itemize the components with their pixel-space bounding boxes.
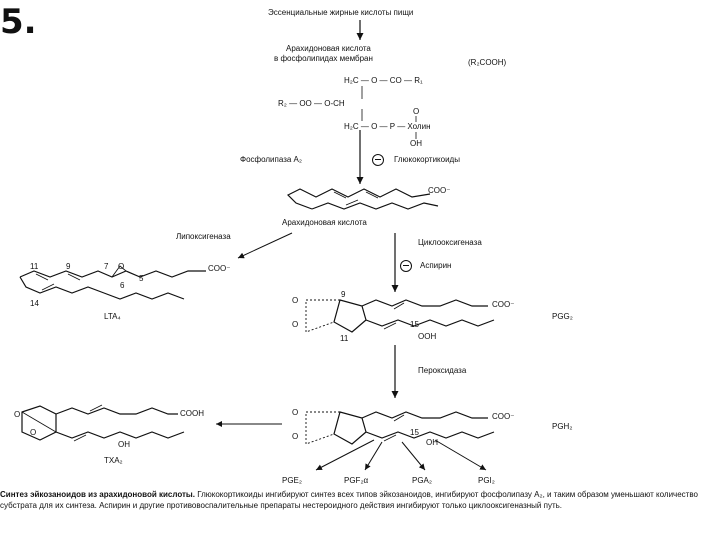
pgg2-ring (333, 299, 367, 333)
figure-caption: Синтез эйкозаноидов из арахидоновой кисл… (0, 489, 714, 511)
txa2-oh: OH (118, 440, 130, 449)
arrow-to-pge2 (315, 439, 375, 471)
lta4-number-14: 14 (30, 299, 39, 308)
pgh2-coo: COO⁻ (492, 412, 515, 421)
pgh2-label: PGH₂ (552, 422, 573, 431)
txa2-double-bond-2 (73, 434, 87, 442)
caption-title: Синтез эйкозаноидов из арахидоновой кисл… (0, 490, 195, 499)
txa2-lower-chain (55, 431, 185, 439)
txa2-double-bond-1 (89, 404, 103, 412)
lta4-epoxide (111, 265, 127, 278)
product-pga2: PGA₂ (412, 476, 432, 485)
lta4-epoxide-oxygen: O (118, 262, 125, 271)
glucocorticoid-inhibition-icon (372, 154, 384, 166)
arrow-to-pgf2a (364, 441, 383, 471)
phospholipid-row2: R₂ — OO — O-CH (278, 99, 345, 108)
pgh2-double-bond-2 (383, 434, 397, 442)
txa2-label: TXA₂ (104, 456, 123, 465)
arrow-to-lipoxygenase (237, 232, 293, 259)
aa-double-bond-2 (365, 191, 379, 199)
glucocorticoids-label: Глюкокортикоиды (394, 155, 460, 164)
txa2-oxygen-2: O (30, 428, 37, 437)
pgg2-lower-chain (365, 319, 495, 327)
pgg2-double-bond-2 (383, 322, 397, 330)
pgg2-peroxide-bridge (305, 299, 340, 333)
phospholipid-row3: H₂C — O — P — Холин (344, 122, 431, 131)
caption-text: Глюкокортикоиды ингибируют синтез всех т… (0, 490, 698, 510)
lta4-double-bond-3 (41, 283, 55, 291)
lta4-number-9: 9 (66, 262, 71, 271)
product-pge2: PGE₂ (282, 476, 302, 485)
lta4-number-6: 6 (120, 281, 125, 290)
pgg2-number-15: 15 (410, 320, 419, 329)
lta4-double-bond-1 (35, 273, 49, 281)
arrow-to-pga2 (401, 441, 426, 471)
txa2-cooh: COOH (180, 409, 204, 418)
pgh2-lower-chain (365, 431, 495, 439)
pgh2-ring (333, 411, 367, 445)
aa-coo: COO⁻ (428, 186, 451, 195)
lta4-double-bond-2 (67, 273, 81, 281)
peroxidase-label: Пероксидаза (418, 366, 467, 375)
pgh2-oh: OH (426, 438, 438, 447)
txa2-oxygen-1: O (14, 410, 21, 419)
lta4-number-11: 11 (30, 262, 39, 271)
product-pgi2: PGI₂ (478, 476, 495, 485)
pgh2-oxygen-1: O (292, 408, 299, 417)
pgg2-number-11: 11 (340, 334, 349, 343)
phosphate-oh: OH (410, 139, 422, 148)
cyclooxygenase-label: Циклооксигеназа (418, 238, 482, 247)
membrane-aa-label-line2: в фосфолипидах мембран (274, 54, 373, 63)
lta4-lower-chain (19, 276, 185, 300)
pgh2-double-bond-1 (393, 414, 405, 422)
aa-double-bond-3 (345, 199, 359, 206)
pgg2-label: PGG₂ (552, 312, 573, 321)
arachidonic-acid-label: Арахидоновая кислота (282, 218, 367, 227)
pgg2-upper-chain (361, 299, 488, 307)
slide-number: 5. (0, 2, 37, 42)
lta4-coo: COO⁻ (208, 264, 231, 273)
pgh2-upper-chain (361, 411, 488, 419)
arrow-to-pgi2 (434, 439, 487, 471)
pgg2-coo: COO⁻ (492, 300, 515, 309)
phospholipase-a2-label: Фосфолипаза A₂ (240, 155, 302, 164)
aa-upper-chain (286, 188, 431, 210)
txa2-ring (21, 405, 57, 441)
pgh2-peroxide-bridge (305, 411, 340, 445)
pgg2-double-bond-1 (393, 302, 405, 310)
product-pgf2a: PGF₂α (344, 476, 369, 485)
membrane-aa-label-line1: Арахидоновая кислота (286, 44, 371, 53)
aa-double-bond-1 (333, 191, 347, 199)
phospholipid-row1: H₂C — O — CO — R₁ (344, 76, 423, 85)
lta4-number-7: 7 (104, 262, 109, 271)
aspirin-inhibition-icon (400, 260, 412, 272)
aspirin-label: Аспирин (420, 261, 452, 270)
txa2-oxygen-bridge (21, 411, 57, 433)
lta4-label: LTA₄ (104, 312, 121, 321)
pgh2-oxygen-2: O (292, 432, 299, 441)
lipoxygenase-label: Липоксигеназа (176, 232, 231, 241)
pgg2-oxygen-1: O (292, 296, 299, 305)
aa-lower-chain (311, 202, 439, 210)
diet-fatty-acids-label: Эссенциальные жирные кислоты пищи (268, 8, 414, 17)
r2cooh-label: (R₂COOH) (468, 58, 507, 67)
phosphate-oxo: O (413, 107, 420, 116)
lta4-number-5: 5 (139, 274, 144, 283)
pgg2-ooh: OOH (418, 332, 437, 341)
pgh2-number-15: 15 (410, 428, 419, 437)
txa2-upper-chain (55, 407, 178, 415)
pgg2-oxygen-2: O (292, 320, 299, 329)
pgg2-number-9: 9 (341, 290, 346, 299)
